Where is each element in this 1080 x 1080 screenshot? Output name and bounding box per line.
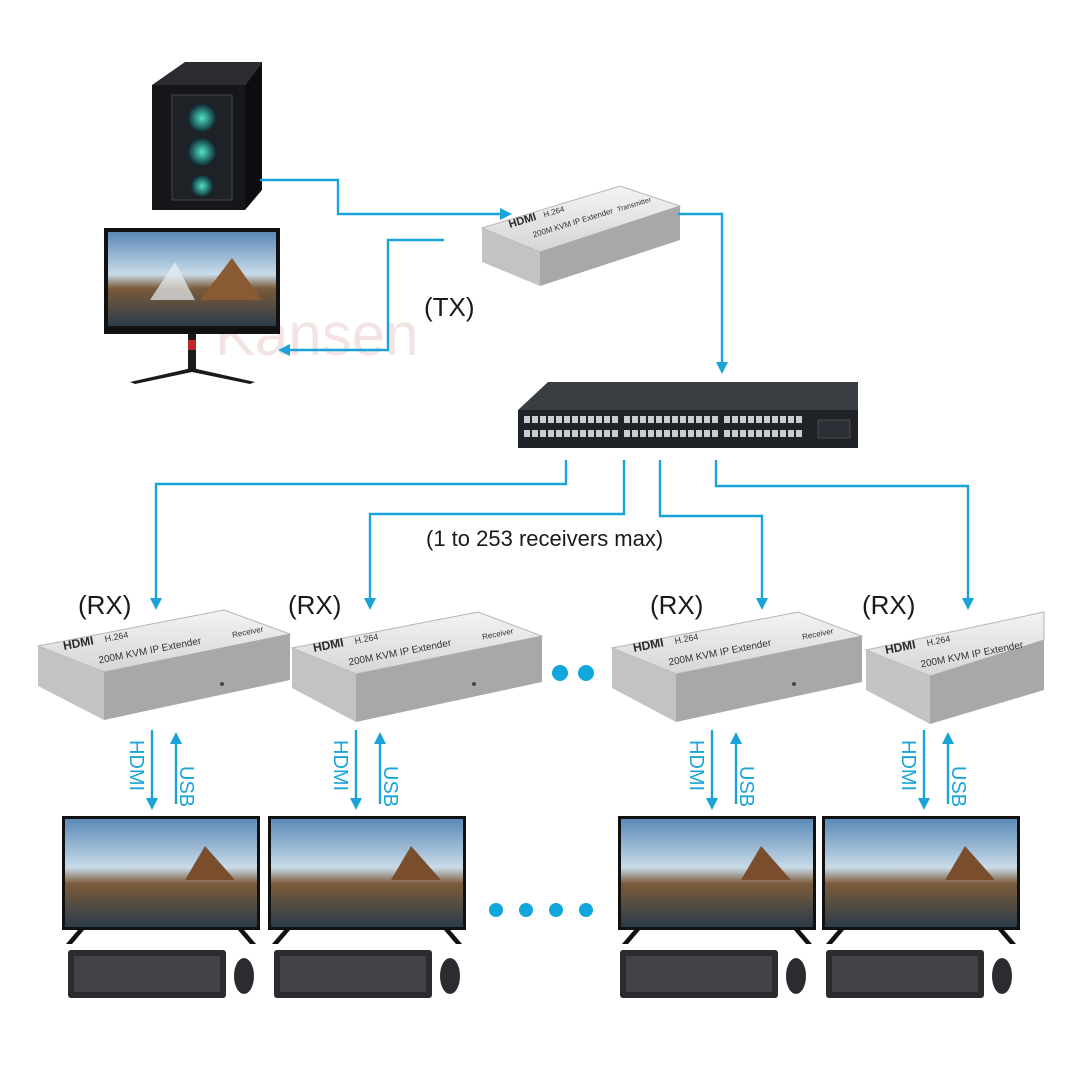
pc-tower-icon bbox=[152, 62, 262, 210]
connection-wires bbox=[150, 178, 974, 610]
hdmi-label-1: HDMI bbox=[125, 740, 147, 791]
signal-group-1: HDMI USB bbox=[125, 730, 197, 810]
receiver-box-3: HDMI H.264 200M KVM IP Extender Receiver bbox=[610, 611, 864, 722]
monitor-icon bbox=[104, 228, 280, 384]
usb-label-4: USB bbox=[947, 766, 969, 807]
receiver-4-brand: HDMI bbox=[884, 637, 917, 657]
rx-label-3: (RX) bbox=[650, 590, 703, 620]
mouse-icon bbox=[234, 958, 254, 994]
receiver-2-codec: H.264 bbox=[354, 632, 379, 646]
receiver-box-2: HDMI H.264 200M KVM IP Extender Receiver bbox=[290, 611, 544, 722]
rx-label-4: (RX) bbox=[862, 590, 915, 620]
display-ellipsis bbox=[489, 903, 593, 917]
receivers-max-label: (1 to 253 receivers max) bbox=[426, 526, 663, 551]
transmitter-box: HDMI H.264 200M KVM IP Extender Transmit… bbox=[480, 185, 682, 286]
receiver-box-4: HDMI H.264 200M KVM IP Extender bbox=[864, 611, 1045, 724]
receiver-3-brand: HDMI bbox=[632, 635, 665, 655]
rx-label-2: (RX) bbox=[288, 590, 341, 620]
keyboard-icon bbox=[826, 950, 984, 998]
signal-group-2: HDMI USB bbox=[329, 730, 401, 810]
signal-group-4: HDMI USB bbox=[897, 730, 969, 810]
signal-group-3: HDMI USB bbox=[685, 730, 757, 810]
tx-label: (TX) bbox=[424, 292, 475, 322]
tv-display-icon bbox=[822, 816, 1020, 944]
receiver-3-codec: H.264 bbox=[674, 632, 699, 646]
tv-display-icon bbox=[62, 816, 260, 944]
rx-label-1: (RX) bbox=[78, 590, 131, 620]
receiver-2-brand: HDMI bbox=[312, 635, 345, 655]
usb-label-3: USB bbox=[735, 766, 757, 807]
keyboard-icon bbox=[620, 950, 778, 998]
hdmi-label-3: HDMI bbox=[685, 740, 707, 791]
mouse-icon bbox=[992, 958, 1012, 994]
mouse-icon bbox=[786, 958, 806, 994]
tv-display-icon bbox=[618, 816, 816, 944]
switch-ports bbox=[524, 416, 802, 437]
mouse-icon bbox=[440, 958, 460, 994]
usb-label-2: USB bbox=[379, 766, 401, 807]
keyboard-icon bbox=[68, 950, 226, 998]
receiver-1-brand: HDMI bbox=[62, 633, 95, 653]
network-switch-icon bbox=[518, 382, 858, 448]
receiver-4-codec: H.264 bbox=[926, 634, 951, 648]
receiver-ellipsis bbox=[552, 665, 594, 681]
receiver-box-1: HDMI H.264 200M KVM IP Extender Receiver bbox=[36, 609, 292, 720]
keyboard-icon bbox=[274, 950, 432, 998]
usb-label-1: USB bbox=[175, 766, 197, 807]
hdmi-label-2: HDMI bbox=[329, 740, 351, 791]
hdmi-label-4: HDMI bbox=[897, 740, 919, 791]
receiver-1-codec: H.264 bbox=[104, 630, 129, 644]
tv-display-icon bbox=[268, 816, 466, 944]
